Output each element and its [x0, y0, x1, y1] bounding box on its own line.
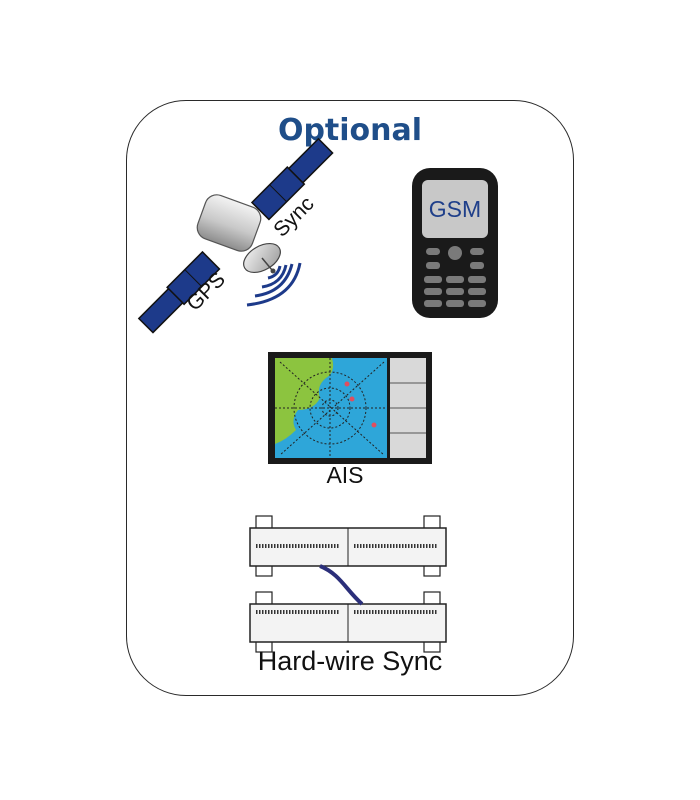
rack-units-icon	[249, 515, 447, 653]
satellite-icon	[137, 137, 334, 334]
panel-title: Optional	[277, 113, 423, 148]
ais-label: AIS	[326, 462, 364, 488]
hardwire-sync-label: Hard-wire Sync	[257, 646, 443, 676]
mobile-phone-icon	[412, 168, 498, 318]
radar-display-icon	[268, 352, 432, 464]
gsm-label: GSM	[429, 196, 481, 222]
